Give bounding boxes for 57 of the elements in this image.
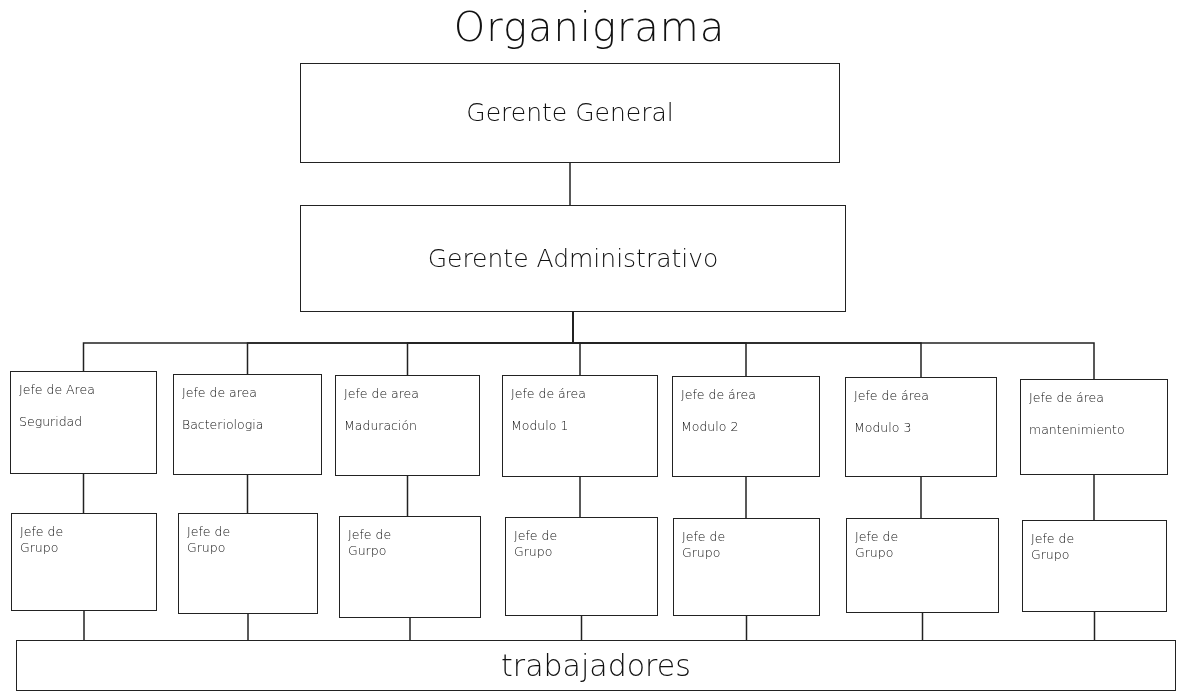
box-label: Jefe de Grupo xyxy=(1031,531,1076,563)
org-box xyxy=(505,517,658,616)
box-label: Jefe de Grupo xyxy=(855,529,900,561)
connector-line xyxy=(247,613,249,641)
org-box xyxy=(178,513,318,614)
box-label: Jefe de Grupo xyxy=(187,524,232,556)
box-label: Jefe de Gurpo xyxy=(348,527,393,559)
connector-line xyxy=(82,473,85,514)
box-label: mantenimiento xyxy=(1029,421,1125,438)
box-label: Jefe de área xyxy=(681,387,756,403)
org-box xyxy=(672,376,820,477)
connector-line xyxy=(406,475,409,517)
connector-line xyxy=(580,615,583,641)
connector-line xyxy=(745,615,748,641)
org-box xyxy=(335,375,480,476)
org-box xyxy=(11,513,157,611)
box-label: Bacteriologia xyxy=(182,416,264,433)
box-label: Maduración xyxy=(344,417,418,434)
org-box xyxy=(1020,379,1168,475)
chart-title: Organigrama xyxy=(453,4,726,50)
box-label: Jefe de Grupo xyxy=(20,524,65,556)
connector-line xyxy=(579,476,581,518)
connector-line xyxy=(920,476,922,519)
connector-line xyxy=(569,162,571,206)
box-label: Jefe de Area xyxy=(19,382,95,398)
connector-line xyxy=(745,476,747,519)
box-label: Jefe de area xyxy=(344,386,419,402)
box-label: Seguridad xyxy=(19,413,83,430)
org-box xyxy=(845,377,997,477)
connector-line xyxy=(1093,474,1095,521)
box-label: Jefe de área xyxy=(511,386,586,402)
connector-line xyxy=(83,610,85,641)
box-label: Jefe de área xyxy=(1029,390,1104,406)
org-box xyxy=(300,63,840,163)
box-label: Modulo 1 xyxy=(511,417,569,434)
box-label: Jefe de área xyxy=(854,388,929,404)
org-box xyxy=(502,375,658,477)
org-box xyxy=(846,518,999,613)
org-box xyxy=(173,374,322,475)
org-box xyxy=(10,371,157,474)
org-box xyxy=(339,516,481,618)
connector-line xyxy=(409,617,411,641)
box-label: Modulo 3 xyxy=(854,419,912,436)
box-label: Jefe de Grupo xyxy=(682,529,727,561)
box-label: Modulo 2 xyxy=(681,418,739,435)
box-label: Gerente General xyxy=(466,97,674,129)
org-box xyxy=(673,518,820,616)
connector-line xyxy=(1093,611,1096,641)
box-label: Gerente Administrativo xyxy=(427,242,719,275)
box-label: Jefe de Grupo xyxy=(514,528,559,560)
connector-line xyxy=(246,474,249,514)
box-label: trabajadores xyxy=(501,646,691,685)
org-box xyxy=(16,640,1176,691)
org-box xyxy=(1022,520,1167,612)
org-box xyxy=(300,205,846,312)
connector-line xyxy=(921,612,924,641)
box-label: Jefe de area xyxy=(182,385,257,401)
